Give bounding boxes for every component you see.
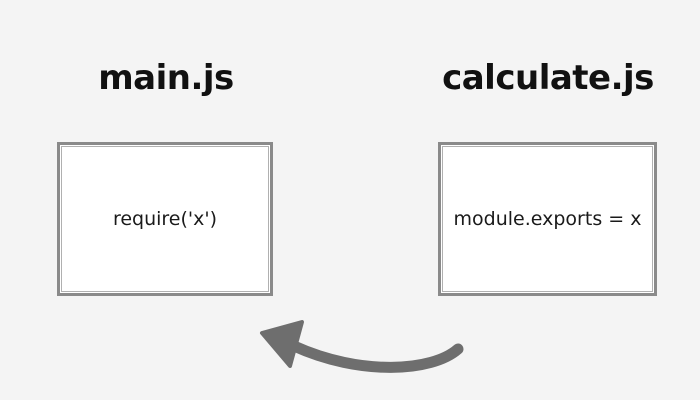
require-code-text: require('x') (112, 208, 218, 230)
calculate-js-title: calculate.js (442, 58, 654, 98)
main-js-title: main.js (98, 58, 234, 98)
arrow-shaft (288, 340, 464, 373)
module-exports-code-text: module.exports = x (453, 208, 642, 230)
arrow-head (260, 320, 304, 368)
calculate-js-box: module.exports = x (438, 142, 657, 296)
main-js-box: require('x') (57, 142, 273, 296)
